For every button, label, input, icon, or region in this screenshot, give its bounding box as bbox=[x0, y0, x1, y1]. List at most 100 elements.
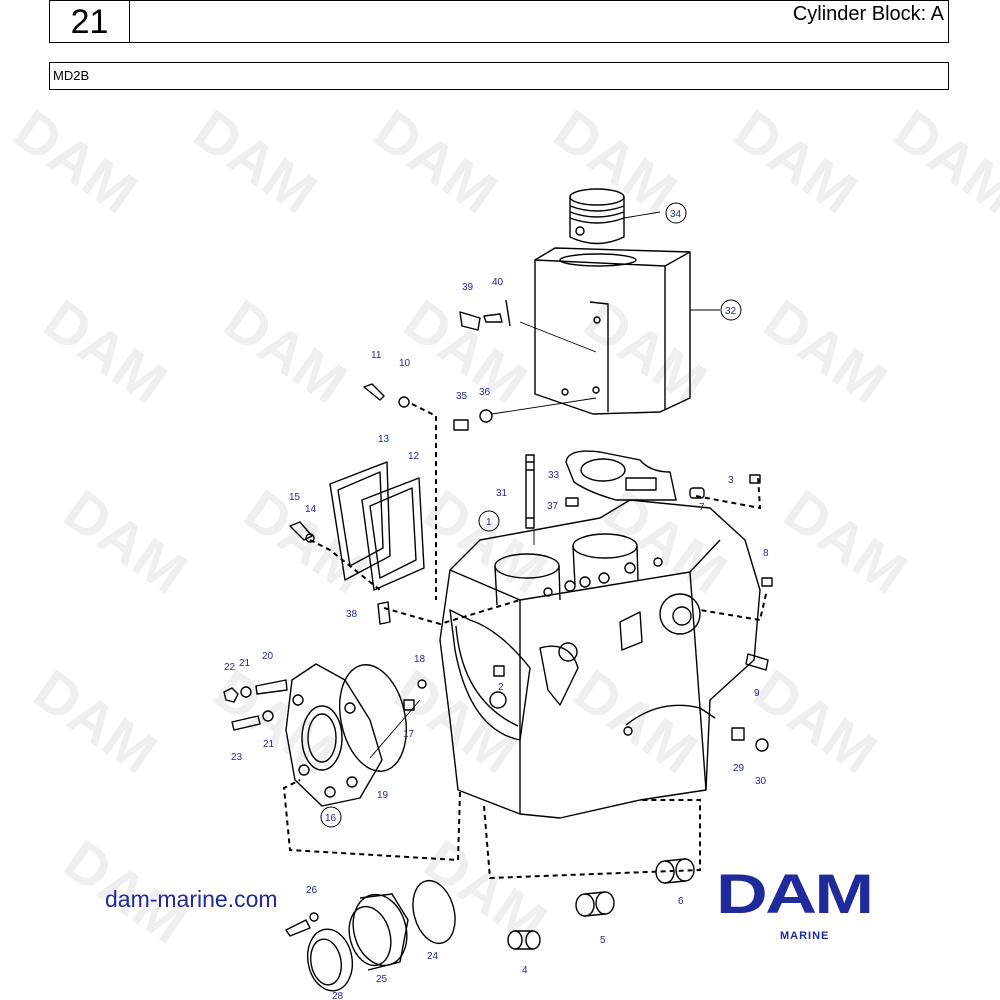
plug bbox=[761, 577, 773, 587]
leader-lines bbox=[369, 211, 720, 759]
watermark: DAM bbox=[233, 477, 378, 606]
callout-24: 24 bbox=[427, 951, 439, 962]
callout-13: 13 bbox=[378, 434, 390, 445]
watermark: DAM bbox=[363, 97, 508, 226]
header-box: 21 Cylinder Block: A bbox=[49, 0, 949, 43]
plug bbox=[731, 727, 745, 741]
bolt bbox=[289, 521, 313, 541]
watermark: DAM bbox=[53, 477, 198, 606]
nut bbox=[223, 687, 239, 703]
page-title: Cylinder Block: A bbox=[792, 3, 944, 25]
washer bbox=[755, 738, 769, 752]
watermark: DAM bbox=[573, 287, 718, 416]
washer bbox=[309, 912, 319, 922]
callout-12: 12 bbox=[408, 451, 420, 462]
callout-9: 9 bbox=[754, 688, 760, 699]
website-link[interactable]: dam-marine.com bbox=[105, 886, 278, 912]
brand-logo: DAM bbox=[716, 862, 874, 925]
cylinder-block bbox=[439, 499, 761, 819]
callout-ring bbox=[320, 806, 342, 828]
cover-gasket bbox=[361, 477, 425, 591]
callout-28: 28 bbox=[332, 991, 344, 1000]
callout-38: 38 bbox=[346, 609, 358, 620]
dowel-pin bbox=[689, 487, 705, 499]
cover-plate bbox=[329, 461, 391, 581]
callout-17: 17 bbox=[403, 729, 415, 740]
nipple bbox=[377, 601, 391, 625]
callout-11: 11 bbox=[371, 350, 382, 361]
callout-ring bbox=[478, 510, 500, 532]
watermark: DAM bbox=[753, 287, 898, 416]
callout-40: 40 bbox=[492, 277, 504, 288]
watermark: DAM bbox=[743, 657, 888, 786]
watermark: DAM bbox=[183, 97, 328, 226]
dowel-pin bbox=[749, 474, 761, 484]
drain-cock bbox=[459, 299, 511, 331]
callout-15: 15 bbox=[289, 492, 301, 503]
callout-32: 32 bbox=[725, 306, 737, 317]
dowel-pin bbox=[403, 699, 415, 711]
watermark: DAM bbox=[773, 477, 918, 606]
callout-39: 39 bbox=[462, 282, 474, 293]
dowel-pin bbox=[493, 665, 505, 677]
plug bbox=[745, 653, 769, 671]
watermark: DAM bbox=[563, 657, 708, 786]
callout-5: 5 bbox=[600, 935, 606, 946]
callout-3: 3 bbox=[728, 475, 734, 486]
seal-housing bbox=[348, 893, 409, 971]
callout-21-top: 21 bbox=[239, 658, 251, 669]
bushing bbox=[507, 930, 541, 950]
model-box: MD2B bbox=[49, 62, 949, 90]
callout-22: 22 bbox=[224, 662, 236, 673]
callout-25: 25 bbox=[376, 974, 388, 985]
assembly-lines bbox=[282, 403, 767, 880]
stud bbox=[525, 454, 535, 529]
callout-6: 6 bbox=[678, 896, 684, 907]
watermark: DAM bbox=[723, 97, 868, 226]
washer bbox=[479, 409, 493, 423]
callout-30: 30 bbox=[755, 776, 767, 787]
callout-layer: 34 32 1 16 39 40 11 10 35 36 13 12 33 31… bbox=[224, 202, 769, 1000]
watermark: DAM bbox=[23, 657, 168, 786]
washer bbox=[398, 396, 410, 408]
callout-4: 4 bbox=[522, 965, 528, 976]
cylinder-liner-block bbox=[534, 247, 691, 415]
head-gasket bbox=[565, 450, 677, 501]
stud bbox=[255, 679, 288, 695]
callout-26: 26 bbox=[306, 885, 318, 896]
o-ring bbox=[417, 679, 427, 689]
callout-7: 7 bbox=[699, 502, 705, 513]
callout-8: 8 bbox=[763, 548, 769, 559]
watermark-layer: DAM DAM DAM DAM DAM DAM DAM DAM DAM DAM … bbox=[3, 97, 1000, 956]
washer bbox=[262, 710, 274, 722]
seal-gasket bbox=[412, 879, 456, 945]
callout-21-bottom: 21 bbox=[263, 739, 275, 750]
bearing-housing bbox=[285, 663, 383, 807]
model-label: MD2B bbox=[53, 68, 90, 83]
callout-29: 29 bbox=[733, 763, 745, 774]
washer bbox=[305, 533, 315, 543]
watermark: DAM bbox=[33, 287, 178, 416]
callout-36: 36 bbox=[479, 387, 491, 398]
watermark: DAM bbox=[593, 477, 738, 606]
piston bbox=[569, 188, 625, 245]
callout-16: 16 bbox=[325, 813, 337, 824]
callout-33: 33 bbox=[548, 470, 560, 481]
callout-35: 35 bbox=[456, 391, 468, 402]
callout-10: 10 bbox=[399, 358, 411, 369]
bolt bbox=[285, 919, 311, 937]
oil-seal bbox=[306, 928, 354, 992]
washer bbox=[240, 686, 252, 698]
callout-ring bbox=[720, 299, 742, 321]
watermark: DAM bbox=[3, 97, 148, 226]
callout-19: 19 bbox=[377, 790, 389, 801]
callout-1: 1 bbox=[486, 517, 492, 528]
watermark: DAM bbox=[543, 97, 688, 226]
callout-37: 37 bbox=[547, 501, 559, 512]
bushing bbox=[575, 891, 615, 917]
callout-20: 20 bbox=[262, 651, 274, 662]
watermark: DAM bbox=[413, 477, 558, 606]
watermark: DAM bbox=[883, 97, 1000, 226]
bolt bbox=[231, 715, 261, 731]
